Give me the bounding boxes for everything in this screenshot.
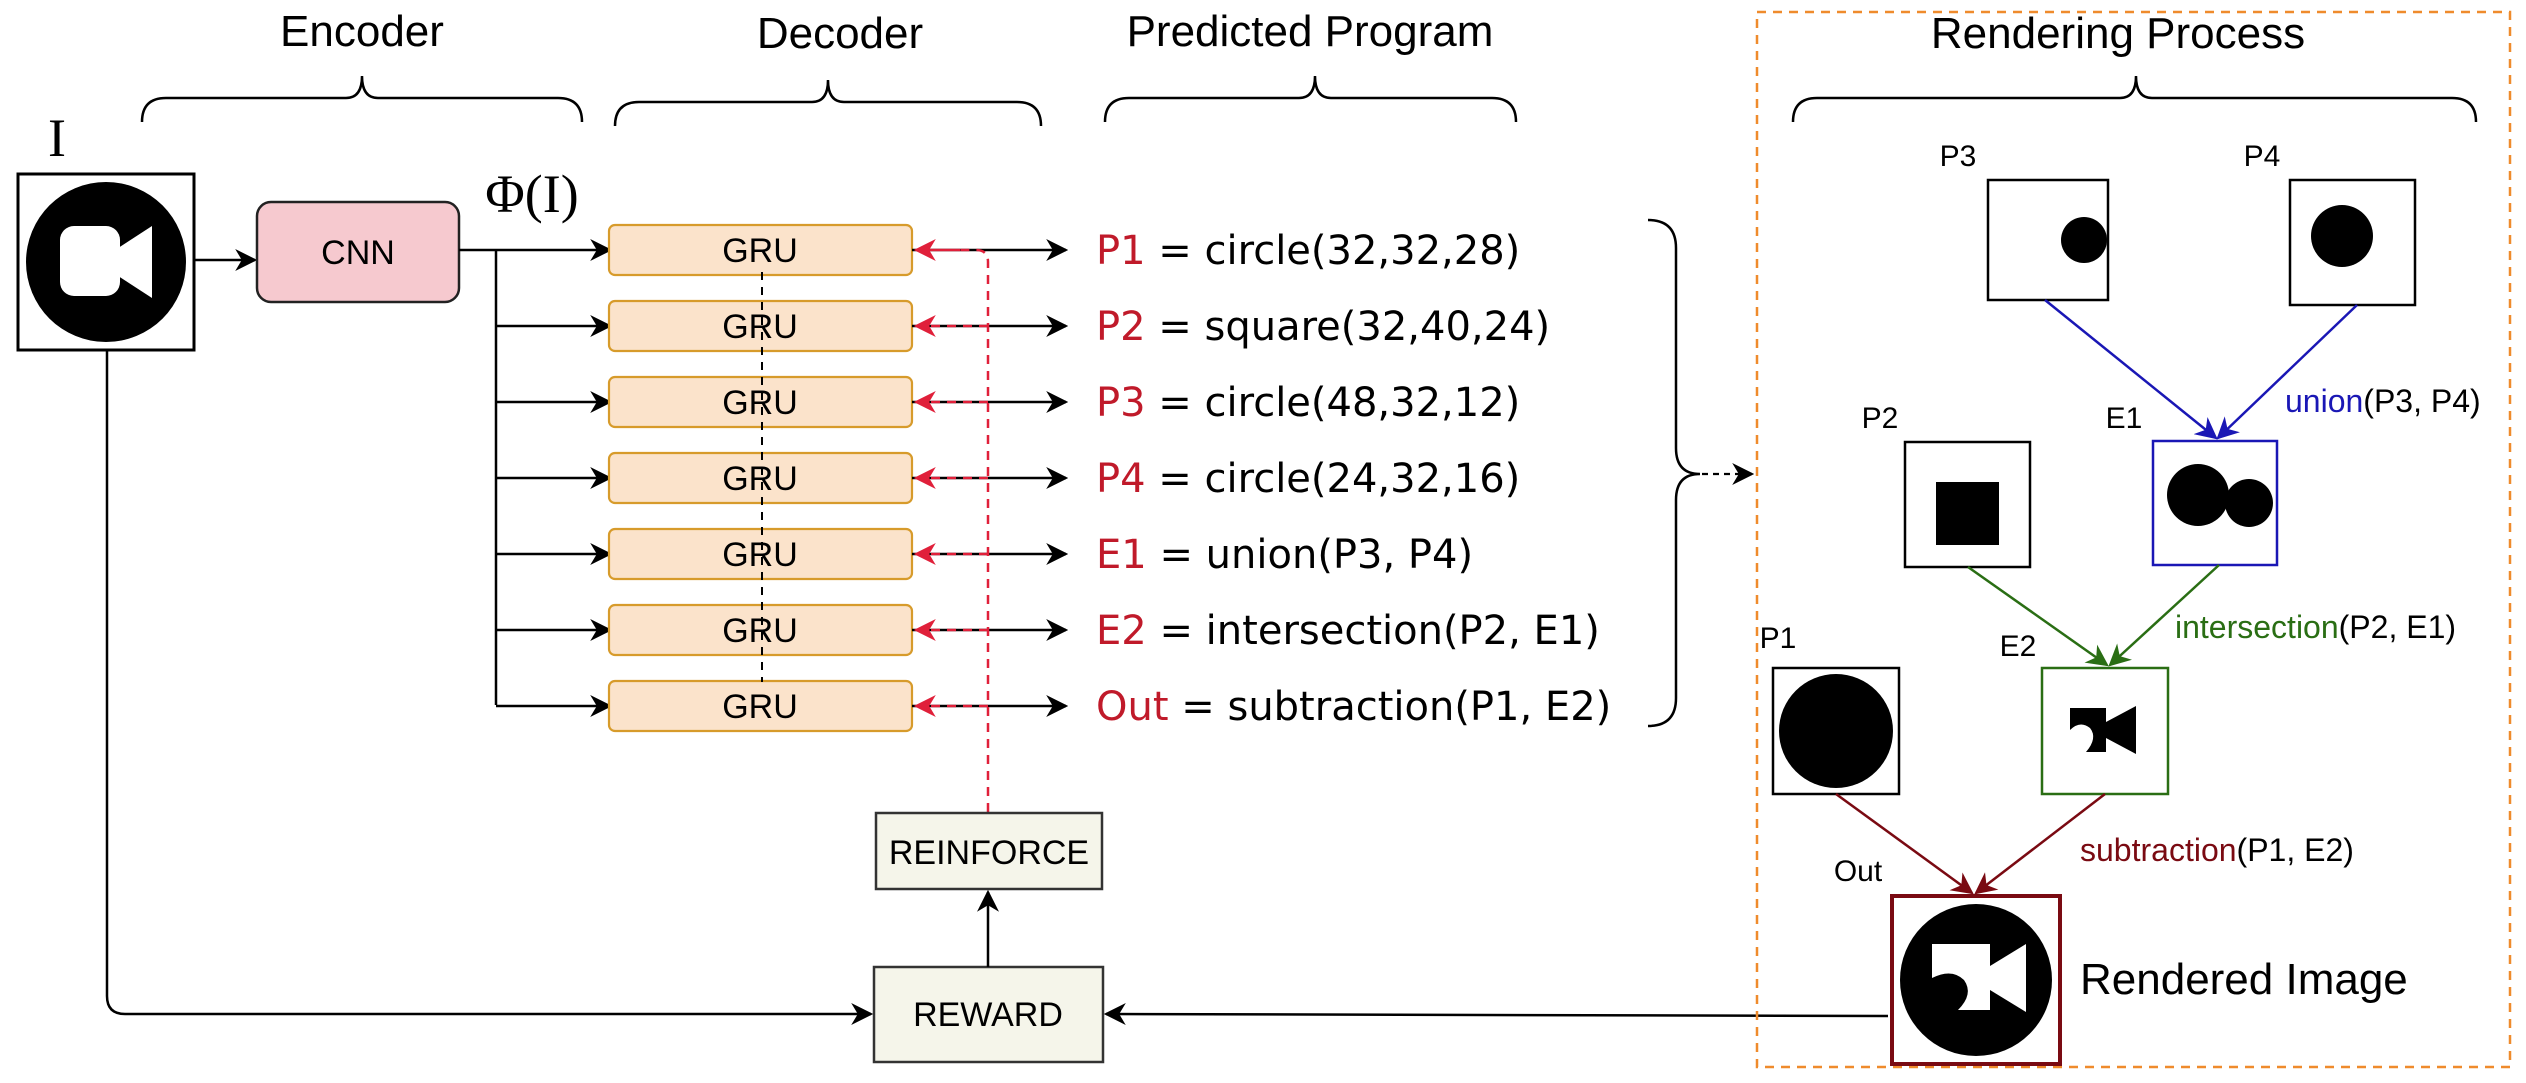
encoder-header: Encoder [280, 7, 444, 56]
program-line-4: P4 = circle(24,32,16) [1096, 456, 1520, 502]
node-p1-shape [1779, 674, 1893, 788]
program-expr-4: = circle(24,32,16) [1146, 456, 1521, 502]
node-p2-label: P2 [1862, 402, 1899, 435]
e2-to-out-arrow [1974, 793, 2106, 895]
program-var-1: P1 [1096, 228, 1146, 274]
gru-label-3: GRU [722, 384, 798, 422]
program-expr-2: = square(32,40,24) [1146, 304, 1551, 350]
cnn-label: CNN [321, 234, 395, 272]
e1-to-e2-arrow [2108, 564, 2220, 667]
node-e1-shape-small [2225, 479, 2273, 527]
program-var-4: P4 [1096, 456, 1146, 502]
gru-label-6: GRU [722, 612, 798, 650]
program-expr-7: = subtraction(P1, E2) [1169, 684, 1612, 730]
node-p4-shape [2311, 205, 2373, 267]
p3-to-e1-arrow [2044, 299, 2218, 440]
intersection-operation-label: intersection(P2, E1) [2175, 609, 2456, 645]
node-e2-label: E2 [2000, 630, 2037, 663]
program-var-2: P2 [1096, 304, 1146, 350]
union-op: union [2285, 383, 2363, 419]
subtraction-op: subtraction [2080, 832, 2237, 868]
program-brace [1103, 75, 1518, 123]
subtraction-operation-label: subtraction(P1, E2) [2080, 832, 2354, 868]
rendering-process-frame [1755, 10, 2512, 1069]
subtraction-args: (P1, E2) [2237, 832, 2354, 868]
node-p1-label: P1 [1760, 622, 1797, 655]
rendered-image-shape [1900, 904, 2052, 1056]
program-var-6: E2 [1096, 608, 1147, 654]
union-operation-label: union(P3, P4) [2285, 383, 2481, 419]
program-var-5: E1 [1096, 532, 1147, 578]
decoder-brace [613, 79, 1043, 127]
node-p3-label: P3 [1940, 140, 1977, 173]
encoder-brace [140, 75, 584, 123]
program-line-6: E2 = intersection(P2, E1) [1096, 608, 1600, 654]
node-p4-label: P4 [2244, 140, 2281, 173]
program-group-brace [1647, 218, 1701, 728]
program-line-1: P1 = circle(32,32,28) [1096, 228, 1520, 274]
gru-label-5: GRU [722, 536, 798, 574]
p4-to-e1-arrow [2216, 304, 2358, 440]
program-expr-3: = circle(48,32,12) [1146, 380, 1521, 426]
video-camera-icon [26, 182, 186, 342]
cnn-box [255, 200, 461, 304]
p1-to-out-arrow [1835, 792, 1974, 895]
gru-layer: GRU GRU GRU GRU GRU GRU GRU [496, 223, 1069, 733]
reinforce-label: REINFORCE [889, 834, 1089, 872]
program-line-2: P2 = square(32,40,24) [1096, 304, 1550, 350]
node-p2-shape [1936, 482, 1999, 545]
intersection-args: (P2, E1) [2339, 609, 2456, 645]
program-line-7: Out = subtraction(P1, E2) [1096, 684, 1611, 730]
program-var-3: P3 [1096, 380, 1146, 426]
reinforce-gradient-line [960, 248, 990, 812]
program-var-7: Out [1096, 684, 1169, 730]
reward-label: REWARD [913, 996, 1063, 1034]
rendered-to-reward-arrow [1103, 1003, 1889, 1026]
predicted-program-header: Predicted Program [1127, 7, 1494, 56]
node-e2-shape [2070, 706, 2136, 754]
program-expr-5: = union(P3, P4) [1147, 532, 1473, 578]
gru-label-1: GRU [722, 232, 798, 270]
node-p3-shape [2061, 217, 2107, 263]
program-line-5: E1 = union(P3, P4) [1096, 532, 1473, 578]
decoder-header: Decoder [757, 9, 923, 58]
reward-box [872, 965, 1105, 1064]
gru-label-4: GRU [722, 460, 798, 498]
rendering-brace [1791, 75, 2478, 123]
node-out-label: Out [1834, 855, 1883, 888]
reinforce-box [874, 811, 1104, 891]
program-expr-6: = intersection(P2, E1) [1147, 608, 1600, 654]
program-layer: P1 = circle(32,32,28)P2 = square(32,40,2… [1096, 228, 1611, 730]
program-expr-1: = circle(32,32,28) [1146, 228, 1521, 274]
p2-to-e2-arrow [1967, 565, 2109, 667]
union-args: (P3, P4) [2363, 383, 2480, 419]
phi-label: Φ(I) [485, 164, 578, 224]
gru-label-2: GRU [722, 308, 798, 346]
rendering-process-header: Rendering Process [1931, 9, 2305, 58]
rendered-image-label: Rendered Image [2080, 955, 2408, 1004]
node-e1-label: E1 [2106, 402, 2143, 435]
node-e1-shape-large [2167, 464, 2229, 526]
program-line-3: P3 = circle(48,32,12) [1096, 380, 1520, 426]
gru-label-7: GRU [722, 688, 798, 726]
input-to-reward-path [105, 350, 874, 1025]
intersection-op: intersection [2175, 609, 2339, 645]
input-symbol: I [48, 108, 66, 168]
